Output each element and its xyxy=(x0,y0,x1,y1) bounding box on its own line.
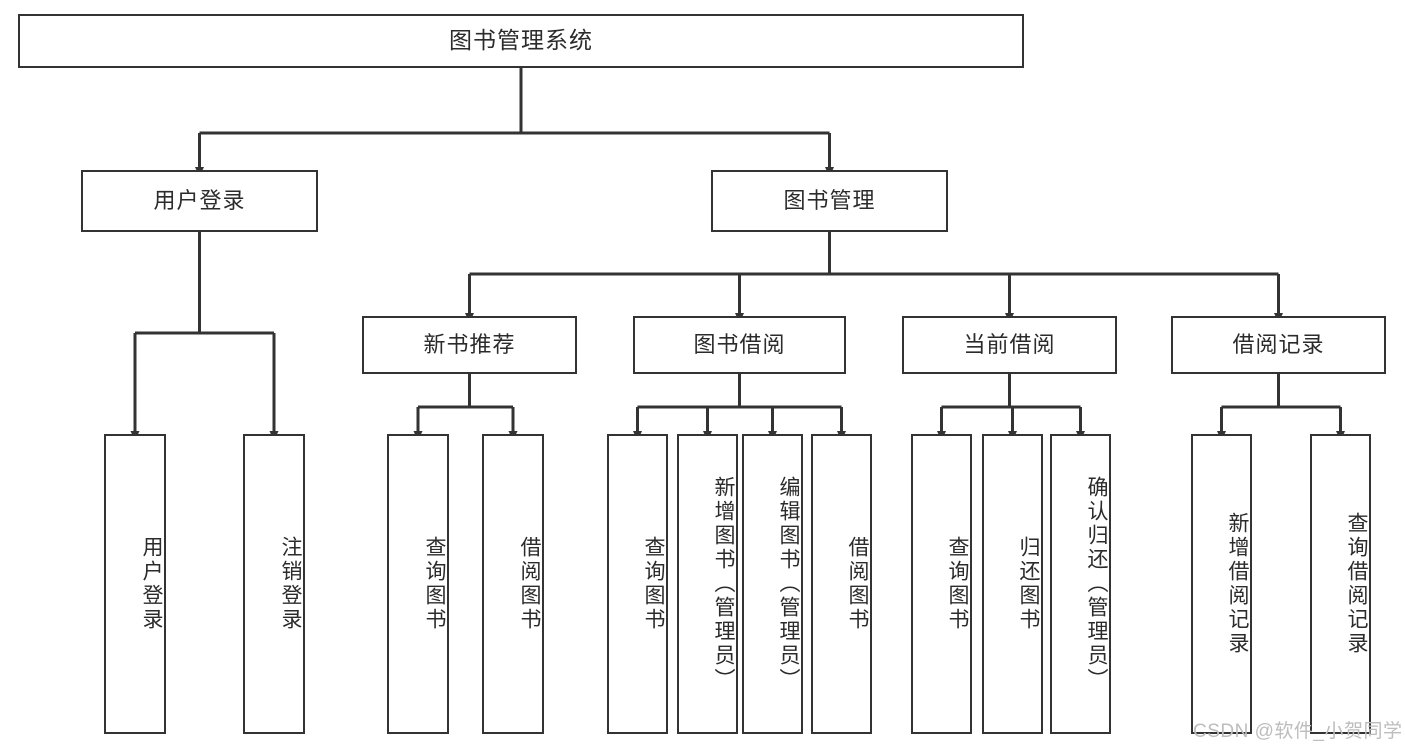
node-label: 查询借阅记录 xyxy=(1345,512,1368,656)
node-r_add[interactable]: 新增借阅记录 xyxy=(1191,434,1252,734)
node-c_confirm[interactable]: 确认归还（管理员） xyxy=(1050,434,1111,734)
node-label: 编辑图书（管理员） xyxy=(777,476,800,692)
node-b_edit[interactable]: 编辑图书（管理员） xyxy=(742,434,803,734)
node-c_query[interactable]: 查询图书 xyxy=(911,434,972,734)
node-label: 新增图书（管理员） xyxy=(712,476,735,692)
node-login[interactable]: 用户登录 xyxy=(81,170,318,232)
node-label: 图书管理系统 xyxy=(449,27,593,54)
node-label: 当前借阅 xyxy=(963,331,1056,357)
node-borrow[interactable]: 图书借阅 xyxy=(633,316,846,374)
node-label: 确认归还（管理员） xyxy=(1085,476,1108,692)
node-records[interactable]: 借阅记录 xyxy=(1171,316,1386,374)
node-label: 注销登录 xyxy=(279,536,302,632)
node-n_query[interactable]: 查询图书 xyxy=(387,434,449,734)
node-label: 查询图书 xyxy=(423,536,446,632)
node-label: 图书管理 xyxy=(783,187,876,213)
node-b_query[interactable]: 查询图书 xyxy=(607,434,668,734)
node-current[interactable]: 当前借阅 xyxy=(902,316,1117,374)
node-l_logout[interactable]: 注销登录 xyxy=(243,434,305,734)
node-label: 用户登录 xyxy=(140,536,163,632)
node-b_add[interactable]: 新增图书（管理员） xyxy=(677,434,738,734)
node-label: 借阅记录 xyxy=(1232,331,1325,357)
node-label: 借阅图书 xyxy=(846,536,869,632)
node-label: 图书借阅 xyxy=(693,331,786,357)
node-label: 借阅图书 xyxy=(518,536,541,632)
node-newbooks[interactable]: 新书推荐 xyxy=(362,316,577,374)
node-n_borrow[interactable]: 借阅图书 xyxy=(482,434,544,734)
node-label: 新书推荐 xyxy=(423,331,516,357)
node-bookmgmt[interactable]: 图书管理 xyxy=(711,170,948,232)
connector-lines xyxy=(130,68,1345,441)
node-b_lend[interactable]: 借阅图书 xyxy=(811,434,872,734)
node-root[interactable]: 图书管理系统 xyxy=(18,14,1024,68)
watermark-text: CSDN @软件_小贺同学 xyxy=(1193,721,1403,742)
node-label: 用户登录 xyxy=(153,187,246,213)
node-l_login[interactable]: 用户登录 xyxy=(104,434,166,734)
node-label: 查询图书 xyxy=(642,536,665,632)
node-r_query[interactable]: 查询借阅记录 xyxy=(1310,434,1371,734)
node-label: 查询图书 xyxy=(946,536,969,632)
node-label: 归还图书 xyxy=(1017,536,1040,632)
node-label: 新增借阅记录 xyxy=(1226,512,1249,656)
node-c_return[interactable]: 归还图书 xyxy=(982,434,1043,734)
